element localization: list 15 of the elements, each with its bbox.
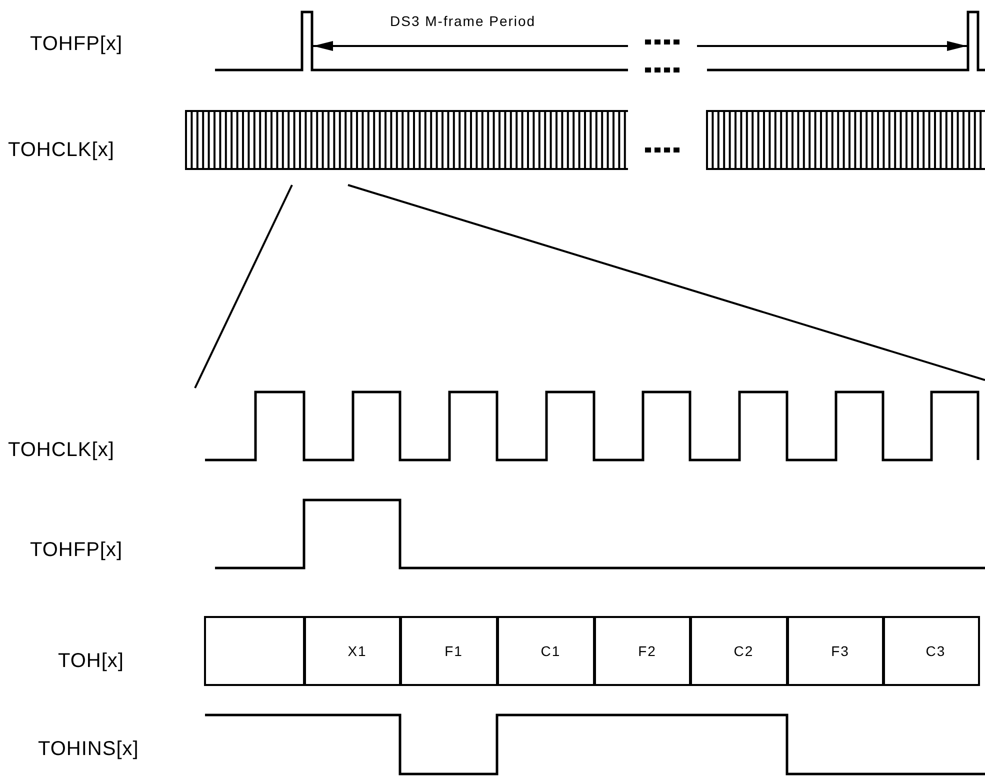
- signal-name: TOHFP[x]: [30, 540, 123, 560]
- timeslot-cell: C2: [689, 616, 788, 686]
- timeslot-cell: F1: [399, 616, 498, 686]
- timeslot-cell: F2: [593, 616, 692, 686]
- timeslot-cell: F3: [786, 616, 884, 686]
- timeslot-cell: C1: [496, 616, 596, 686]
- dimension-label: DS3 M-frame Period: [390, 14, 536, 28]
- signal-name: TOHCLK[x]: [8, 440, 114, 460]
- signal-name: TOHCLK[x]: [8, 140, 114, 160]
- signal-name: TOHFP[x]: [30, 34, 123, 54]
- timeslot-cell: X1: [303, 616, 402, 686]
- signal-name: TOH[x]: [58, 651, 124, 671]
- timeslot-cell: C3: [882, 616, 980, 686]
- timeslot-cell: [204, 616, 306, 686]
- signal-name: TOHINS[x]: [38, 739, 139, 759]
